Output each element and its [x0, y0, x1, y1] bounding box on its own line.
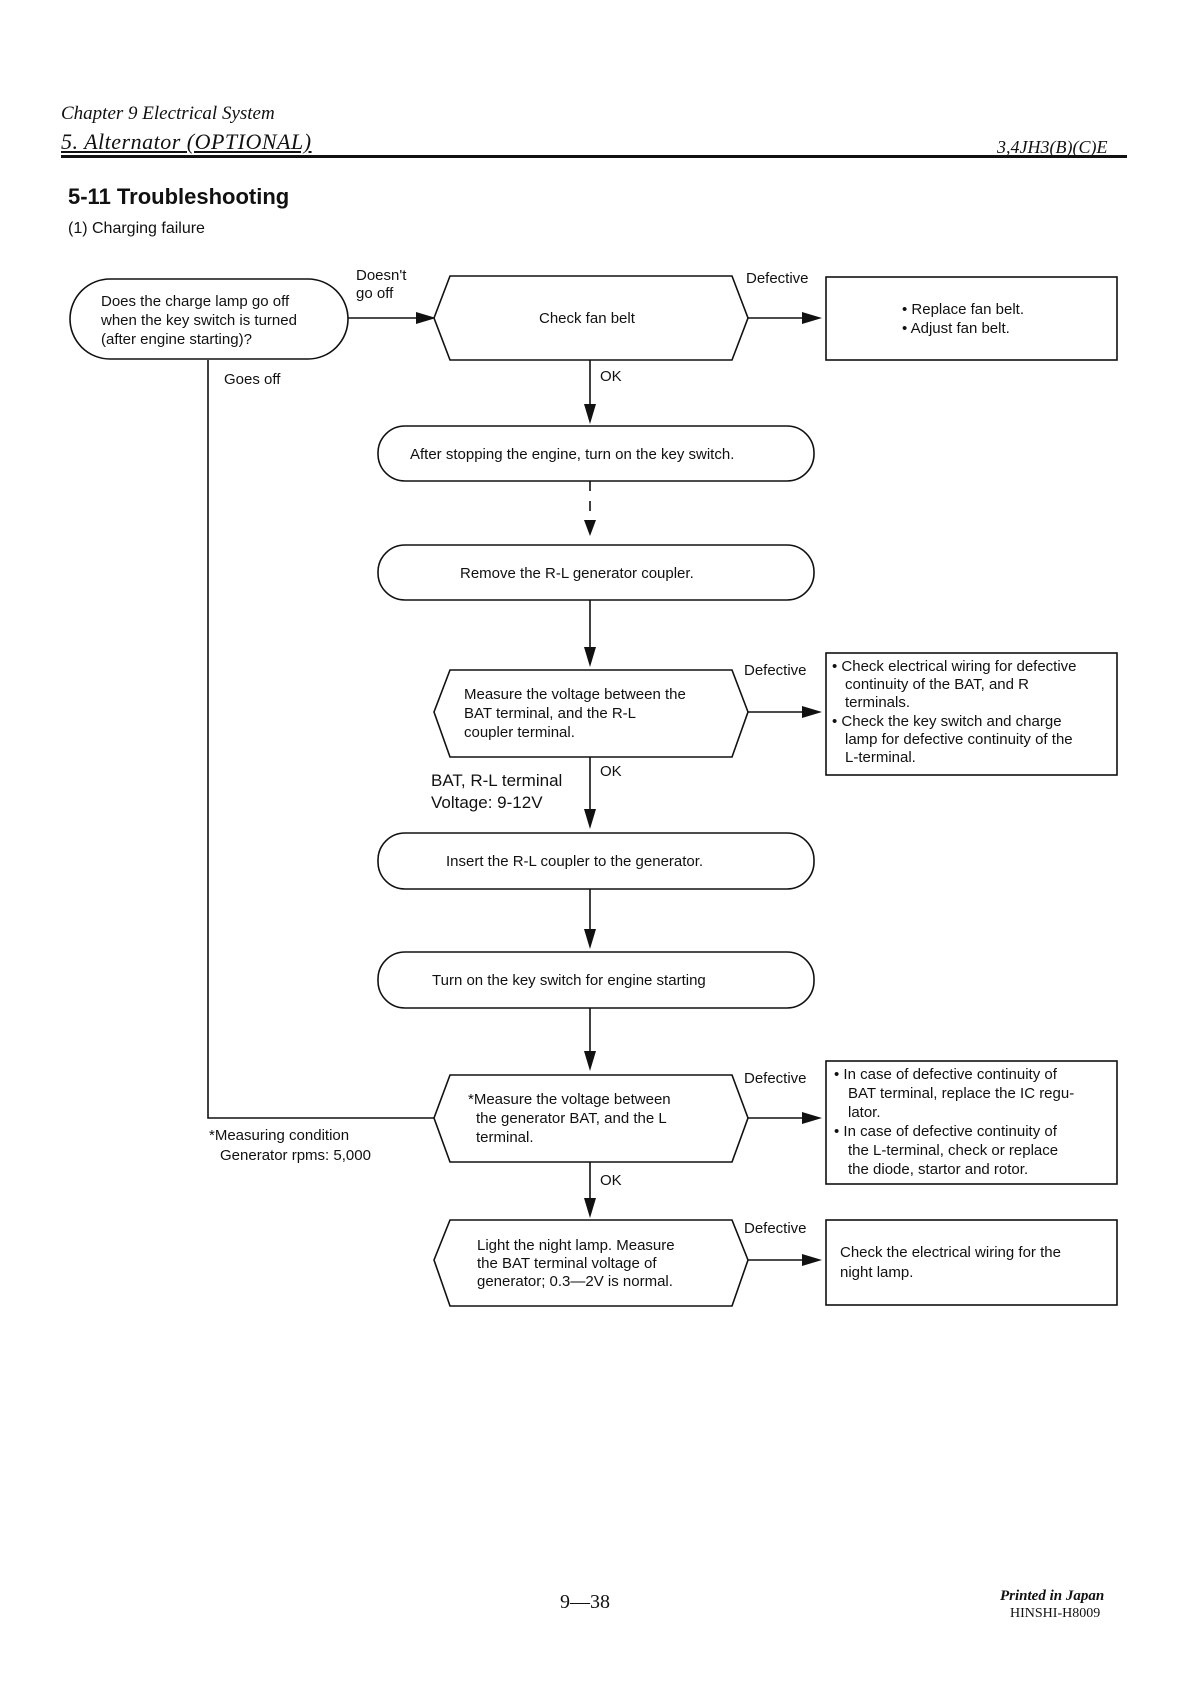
start-question-line-1: Does the charge lamp go off [101, 293, 290, 310]
start-question-line-2: when the key switch is turned [100, 312, 297, 329]
generator-rpm-label: Generator rpms: 5,000 [220, 1147, 371, 1164]
check-fan-belt-text: Check fan belt [539, 310, 636, 327]
doesnt-go-off-label-2: go off [356, 285, 394, 302]
wiring-remedy-line-5: lamp for defective continuity of the [845, 731, 1073, 748]
night-lamp-line-3: generator; 0.3—2V is normal. [477, 1273, 673, 1290]
document-code: HINSHI-H8009 [1010, 1606, 1101, 1621]
fan-belt-remedy-line-1: • Replace fan belt. [902, 301, 1024, 318]
regulator-remedy-line-5: the L-terminal, check or replace [848, 1142, 1058, 1159]
regulator-remedy-line-3: lator. [848, 1104, 881, 1121]
start-question-line-3: (after engine starting)? [101, 331, 252, 348]
measure-l-box [433, 1074, 749, 1163]
page-subheading: (1) Charging failure [68, 220, 205, 237]
wiring-remedy-line-1: • Check electrical wiring for defective [832, 658, 1077, 675]
night-lamp-line-2: the BAT terminal voltage of [477, 1255, 657, 1272]
after-stopping-box [377, 425, 815, 482]
night-lamp-box [433, 1219, 749, 1307]
wiring-remedy-line-2: continuity of the BAT, and R [845, 676, 1029, 693]
printed-in-label: Printed in Japan [1000, 1588, 1105, 1604]
wiring-remedy-line-4: • Check the key switch and charge [832, 713, 1062, 730]
measure-rl-line-3: coupler terminal. [464, 724, 575, 741]
measure-l-line-2: the generator BAT, and the L [476, 1110, 667, 1127]
connector-lines [207, 312, 822, 1266]
remove-coupler-box [377, 544, 815, 601]
wiring-remedy-line-3: terminals. [845, 694, 910, 711]
insert-coupler-text: Insert the R-L coupler to the generator. [446, 853, 703, 870]
remove-coupler-text: Remove the R-L generator coupler. [460, 565, 694, 582]
measure-l-line-1: *Measure the voltage between [468, 1091, 671, 1108]
page-heading: 5-11 Troubleshooting [68, 184, 290, 209]
defective-label-3: Defective [744, 1070, 807, 1087]
night-lamp-remedy-line-2: night lamp. [840, 1264, 913, 1281]
measure-rl-line-2: BAT terminal, and the R-L [464, 705, 636, 722]
night-lamp-line-1: Light the night lamp. Measure [477, 1237, 675, 1254]
measure-l-line-3: terminal. [476, 1129, 534, 1146]
turn-on-key-box [377, 951, 815, 1009]
regulator-remedy-box [825, 1060, 1118, 1185]
night-lamp-remedy-line-1: Check the electrical wiring for the [840, 1244, 1061, 1261]
header-rule [61, 155, 1127, 158]
after-stopping-text: After stopping the engine, turn on the k… [410, 446, 734, 463]
goes-off-label: Goes off [224, 371, 281, 388]
doesnt-go-off-label-1: Doesn't [356, 267, 407, 284]
bat-rl-terminal-label: BAT, R-L terminal [431, 771, 562, 790]
ok-label-2: OK [600, 763, 622, 780]
measure-rl-line-1: Measure the voltage between the [464, 686, 686, 703]
regulator-remedy-line-6: the diode, startor and rotor. [848, 1161, 1028, 1178]
defective-label-1: Defective [746, 270, 809, 287]
defective-label-4: Defective [744, 1220, 807, 1237]
defective-label-2: Defective [744, 662, 807, 679]
regulator-remedy-line-4: • In case of defective continuity of [834, 1123, 1058, 1140]
page-number: 9—38 [560, 1591, 610, 1613]
fan-belt-remedy-line-2: • Adjust fan belt. [902, 320, 1010, 337]
start-question-box [69, 278, 349, 360]
section-title: 5. Alternator (OPTIONAL) [61, 129, 312, 154]
fan-belt-remedy-box [825, 276, 1118, 361]
wiring-remedy-box [825, 652, 1118, 776]
model-code: 3,4JH3(B)(C)E [997, 137, 1108, 157]
wiring-remedy-line-6: L-terminal. [845, 749, 916, 766]
regulator-remedy-line-2: BAT terminal, replace the IC regu- [848, 1085, 1074, 1102]
insert-coupler-box [377, 832, 815, 890]
check-fan-belt-box [433, 275, 749, 361]
voltage-label: Voltage: 9-12V [431, 793, 543, 812]
chapter-title: Chapter 9 Electrical System [61, 103, 275, 124]
ok-label-3: OK [600, 1172, 622, 1189]
night-lamp-remedy-box [825, 1219, 1118, 1306]
ok-label-1: OK [600, 368, 622, 385]
measure-rl-box [433, 669, 749, 758]
measuring-condition-label: *Measuring condition [209, 1127, 349, 1144]
turn-on-key-text: Turn on the key switch for engine starti… [432, 972, 706, 989]
regulator-remedy-line-1: • In case of defective continuity of [834, 1066, 1058, 1083]
